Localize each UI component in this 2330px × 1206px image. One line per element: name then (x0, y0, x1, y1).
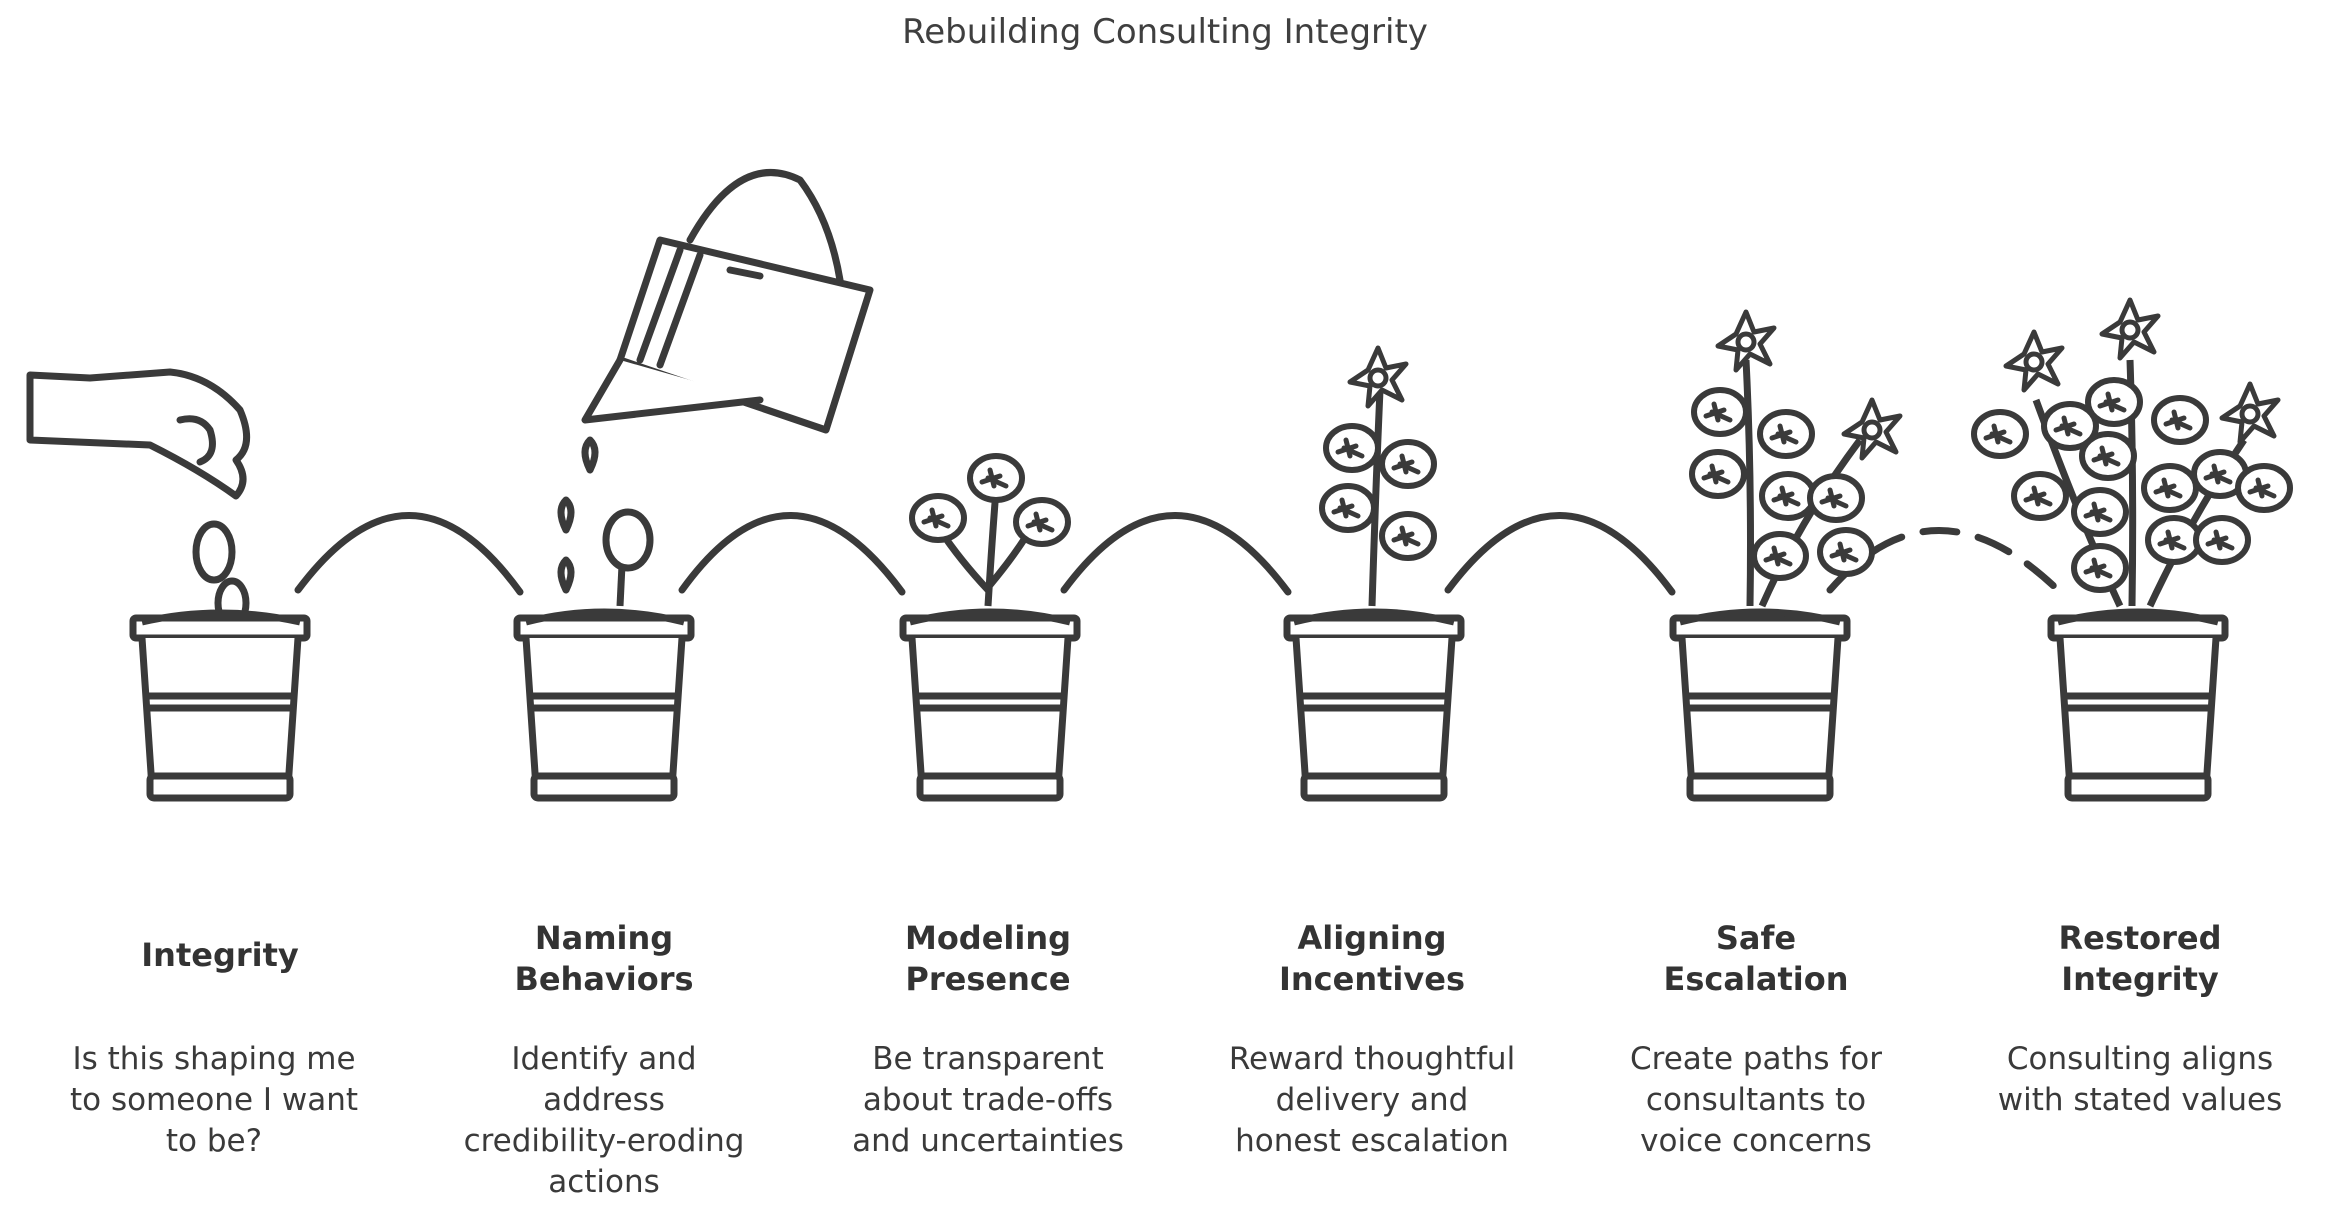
connector-arc-1 (298, 515, 520, 592)
leaf (1326, 426, 1378, 470)
stage-1-label: Integrity (50, 935, 390, 976)
leaf (1382, 514, 1434, 558)
leaf (1692, 452, 1744, 496)
pot-3 (903, 618, 1077, 798)
leaf (2014, 474, 2066, 518)
flower (1718, 312, 1774, 370)
leaf (2082, 434, 2134, 478)
leaf (1016, 500, 1068, 544)
pot-2 (517, 618, 691, 798)
flower (2102, 300, 2158, 358)
connector-arc-2 (682, 515, 902, 592)
hand-illustration (30, 372, 247, 625)
leaf (1694, 390, 1746, 434)
leaf (2196, 518, 2248, 562)
leaf (2238, 466, 2290, 510)
leaf (1762, 474, 1814, 518)
leaf (2088, 380, 2140, 424)
pot-1 (133, 618, 307, 798)
pot-6 (2051, 618, 2225, 798)
sprout (606, 512, 650, 606)
flower (2006, 332, 2062, 390)
leaf (912, 496, 964, 540)
leaf (1974, 412, 2026, 456)
leaf (1322, 486, 1374, 530)
leaf (1760, 412, 1812, 456)
leaf (1382, 442, 1434, 486)
connector-arc-3 (1064, 515, 1288, 592)
pot-5 (1673, 618, 1847, 798)
leaf (2074, 490, 2126, 534)
leaf (2074, 546, 2126, 590)
flower (2222, 384, 2278, 442)
leaf (1810, 476, 1862, 520)
leaf (1754, 534, 1806, 578)
connector-arc-4 (1448, 515, 1672, 592)
flower (1350, 348, 1406, 406)
pot-4 (1287, 618, 1461, 798)
leaf (2144, 466, 2196, 510)
leaf (970, 456, 1022, 500)
leaf (2154, 398, 2206, 442)
leaf (2148, 518, 2200, 562)
leaf (1820, 530, 1872, 574)
